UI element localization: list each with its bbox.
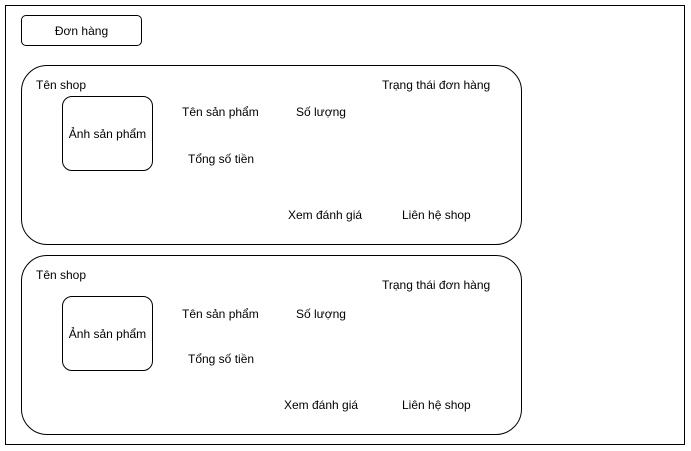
product-image-label: Ảnh sản phẩm [68, 126, 147, 141]
shop-name[interactable]: Tên shop [36, 78, 87, 92]
view-review-button[interactable]: Xem đánh giá [284, 398, 359, 412]
product-image[interactable]: Ảnh sản phẩm [62, 96, 153, 171]
page-title-label: Đơn hàng [54, 23, 109, 38]
contact-shop-button[interactable]: Liên hệ shop [402, 398, 471, 412]
product-name: Tên sản phẩm [182, 105, 259, 119]
product-image[interactable]: Ảnh sản phẩm [62, 296, 153, 371]
contact-shop-button[interactable]: Liên hệ shop [402, 208, 471, 222]
page-title: Đơn hàng [21, 15, 142, 46]
order-total: Tổng số tiền [188, 152, 255, 166]
order-status: Trạng thái đơn hàng [382, 78, 491, 92]
product-quantity: Số lượng [296, 105, 346, 119]
product-quantity: Số lượng [296, 307, 346, 321]
shop-name[interactable]: Tên shop [36, 268, 87, 282]
product-name: Tên sản phẩm [182, 307, 259, 321]
view-review-button[interactable]: Xem đánh giá [288, 208, 363, 222]
order-card[interactable]: Tên shop Trạng thái đơn hàng Ảnh sản phẩ… [21, 65, 522, 245]
order-status: Trạng thái đơn hàng [382, 278, 491, 292]
product-image-label: Ảnh sản phẩm [68, 326, 147, 341]
order-total: Tổng số tiền [188, 352, 255, 366]
order-card[interactable]: Tên shop Trạng thái đơn hàng Ảnh sản phẩ… [21, 255, 522, 435]
